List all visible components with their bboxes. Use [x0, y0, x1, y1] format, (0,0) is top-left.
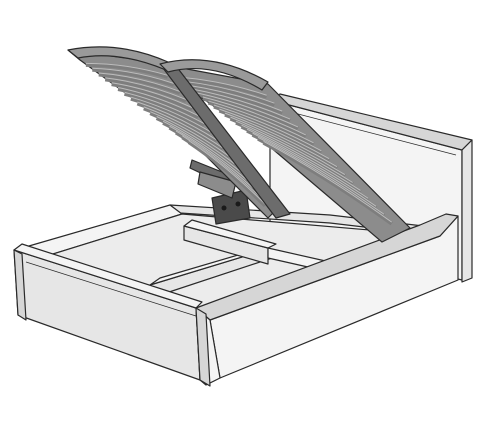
left-slat-highlight	[175, 130, 254, 189]
left-slat	[92, 67, 175, 87]
right-slat-highlight	[219, 108, 330, 160]
left-slat-highlight	[169, 125, 248, 181]
left-slat	[143, 106, 224, 151]
slat-frame-right	[159, 63, 411, 243]
right-slat-highlight	[224, 112, 338, 168]
right-slat-highlight	[208, 100, 314, 144]
lift-pivot-2	[235, 201, 241, 207]
right-slat-highlight	[213, 104, 322, 152]
bed-box-exterior	[13, 213, 459, 387]
box-divider-cross-face	[183, 219, 277, 249]
headboard-inner-edge	[274, 107, 457, 156]
left-slat	[104, 77, 187, 103]
right-slat-highlight	[257, 136, 385, 215]
right-slat	[218, 108, 331, 162]
right-slat-highlight	[252, 132, 377, 207]
left-slat-highlight	[137, 101, 217, 141]
right-slat	[213, 104, 323, 155]
right-slat-highlight	[186, 84, 283, 112]
left-slat	[136, 101, 218, 143]
right-slat	[202, 96, 307, 139]
left-slat-highlight	[85, 62, 168, 76]
right-slat-highlight	[241, 124, 361, 191]
left-slat-highlight	[92, 67, 174, 84]
left-slat-highlight	[162, 120, 242, 173]
left-slat-highlight	[150, 111, 229, 157]
headboard-side	[461, 139, 473, 283]
box-foot-top-rail	[13, 243, 203, 309]
box-corner-post-face	[195, 307, 211, 387]
left-slat	[130, 96, 212, 135]
left-slat	[117, 87, 200, 119]
left-slat	[111, 82, 193, 111]
left-slat	[187, 140, 267, 207]
box-left-post	[13, 249, 27, 321]
left-slat-highlight	[124, 91, 205, 125]
lift-pivot	[221, 205, 227, 211]
left-slat-highlight	[117, 87, 199, 117]
left-slat-highlight	[130, 96, 211, 133]
right-slat-highlight	[191, 88, 291, 120]
right-slat	[207, 100, 315, 147]
left-slat-highlight	[156, 116, 235, 165]
left-slat-highlight	[98, 72, 181, 92]
left-slat	[98, 72, 181, 95]
slats-right	[175, 76, 393, 226]
right-slat-highlight	[197, 92, 299, 128]
right-slat	[262, 141, 393, 226]
right-slat-highlight	[235, 120, 353, 183]
right-slat	[196, 92, 299, 131]
lift-arm-lower	[197, 171, 237, 199]
foot-panel-line	[25, 261, 197, 317]
slats-left	[85, 62, 267, 207]
slat-frame-left	[67, 49, 279, 219]
right-slat	[186, 84, 284, 115]
right-slat-highlight	[263, 140, 393, 223]
right-slat-highlight	[246, 128, 369, 199]
slat-top-rail-right	[159, 59, 269, 91]
left-slat	[124, 91, 206, 127]
right-slat-highlight	[230, 116, 346, 175]
left-slat	[85, 62, 169, 79]
lift-bracket-plate	[211, 189, 251, 225]
right-slat-highlight	[202, 96, 306, 136]
left-slat-highlight	[111, 82, 193, 108]
left-slat-highlight	[188, 140, 266, 205]
left-slat-highlight	[105, 77, 187, 100]
right-slat	[191, 88, 291, 123]
right-slat-highlight	[180, 80, 275, 104]
left-slat-highlight	[143, 106, 223, 149]
slatted-lid	[67, 46, 411, 243]
